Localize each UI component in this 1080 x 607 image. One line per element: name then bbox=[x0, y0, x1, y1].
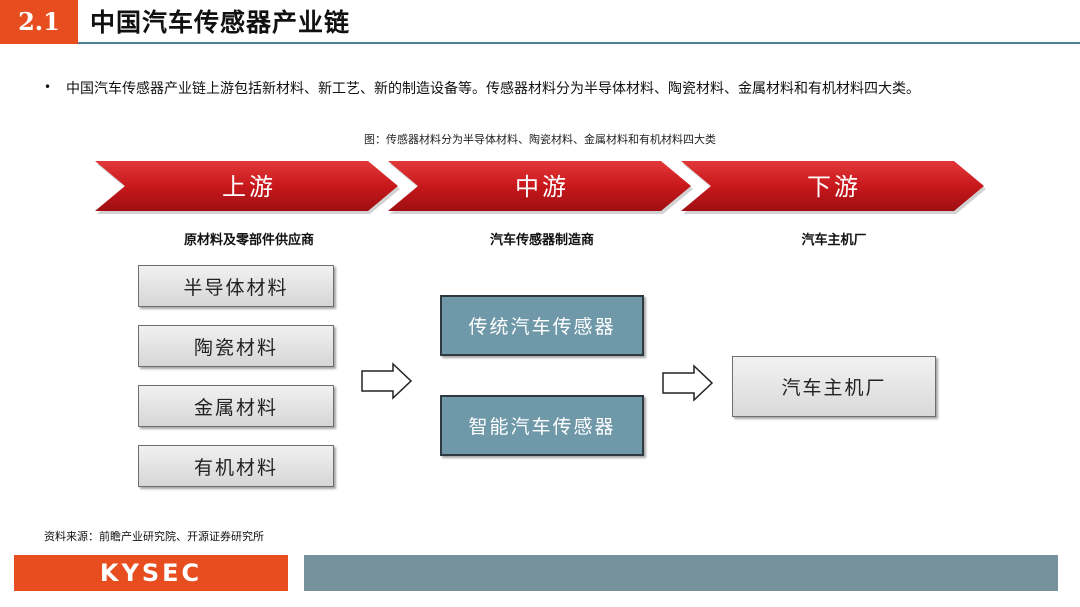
stage-title-midstream: 中游 bbox=[515, 173, 569, 201]
bullet-icon: • bbox=[44, 80, 52, 94]
brand-logo: KYSEC bbox=[14, 555, 288, 591]
bullet-text: 中国汽车传感器产业链上游包括新材料、新工艺、新的制造设备等。传感器材料分为半导体… bbox=[66, 81, 920, 97]
material-box-organic: 有机材料 bbox=[138, 445, 334, 487]
stage-label-upstream: 原材料及零部件供应商 bbox=[183, 233, 314, 248]
stage-chevron-downstream bbox=[681, 161, 986, 214]
stage-label-midstream: 汽车传感器制造商 bbox=[489, 233, 594, 248]
stage-title-upstream: 上游 bbox=[222, 173, 276, 201]
section-number: 2.1 bbox=[0, 0, 78, 44]
stage-chevron-upstream bbox=[95, 161, 400, 214]
sensor-box-smart: 智能汽车传感器 bbox=[440, 395, 644, 456]
material-box-ceramic: 陶瓷材料 bbox=[138, 325, 334, 367]
stage-title-downstream: 下游 bbox=[807, 173, 861, 201]
source-note: 资料来源：前瞻产业研究院、开源证券研究所 bbox=[44, 530, 264, 543]
flow-arrow-icon bbox=[361, 362, 413, 400]
footer-bar bbox=[304, 555, 1058, 591]
flow-arrow-icon bbox=[662, 364, 714, 402]
sensor-box-traditional: 传统汽车传感器 bbox=[440, 295, 644, 356]
stage-chevron-midstream bbox=[388, 161, 693, 214]
stage-label-downstream: 汽车主机厂 bbox=[801, 233, 867, 248]
material-box-semiconductor: 半导体材料 bbox=[138, 265, 334, 307]
title-divider bbox=[78, 42, 1080, 44]
material-box-metal: 金属材料 bbox=[138, 385, 334, 427]
page-title: 中国汽车传感器产业链 bbox=[90, 8, 351, 37]
oem-box: 汽车主机厂 bbox=[732, 356, 936, 417]
figure-caption: 图：传感器材料分为半导体材料、陶瓷材料、金属材料和有机材料四大类 bbox=[364, 133, 716, 146]
